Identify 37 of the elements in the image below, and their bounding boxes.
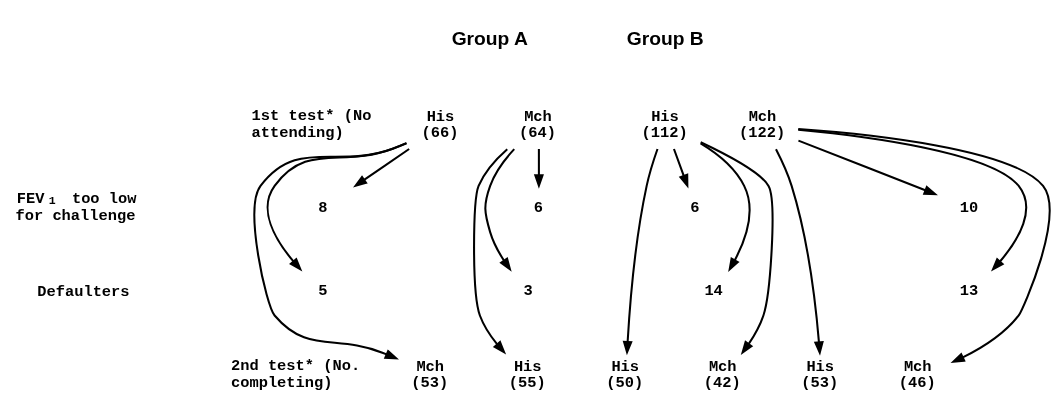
label: 1st test* (No attending): [251, 106, 372, 142]
arrow: [253, 142, 407, 360]
arrow: [673, 148, 689, 189]
node-text: Mch (64): [519, 108, 556, 142]
label: Group B: [626, 28, 704, 50]
arrow: [700, 142, 751, 272]
arrow: [484, 148, 515, 272]
node-text: His (55): [508, 358, 546, 392]
arrow: [266, 142, 407, 272]
node-text: 8: [318, 198, 328, 217]
node-text: 6: [690, 198, 700, 217]
arrow: [798, 139, 938, 196]
node-text: His (53): [801, 358, 839, 392]
arrow: [473, 148, 508, 355]
arrow: [622, 148, 659, 356]
node-text: 3: [523, 282, 533, 301]
arrow: [353, 148, 410, 188]
node-text: His (112): [641, 108, 688, 142]
arrow: [798, 128, 1028, 272]
label: Group A: [451, 28, 528, 50]
arrow: [798, 127, 1051, 364]
node-text: His (66): [421, 108, 459, 142]
node-text: Mch (42): [703, 358, 741, 392]
node-text: Mch (46): [898, 358, 936, 392]
node-text: 10: [959, 198, 979, 217]
label: Defaulters: [37, 282, 130, 301]
node-text: 6: [533, 198, 543, 217]
arrow: [775, 148, 824, 356]
arrow: [533, 149, 544, 189]
node-text: Mch (122): [739, 108, 786, 142]
node-text: 5: [318, 282, 328, 301]
label: 2nd test* (No. completing): [231, 357, 361, 392]
node-text: 13: [959, 282, 979, 301]
node-text: 14: [704, 282, 723, 301]
arrow: [700, 141, 774, 355]
node-text: Mch (53): [411, 358, 449, 392]
node-text: His (50): [606, 358, 644, 392]
